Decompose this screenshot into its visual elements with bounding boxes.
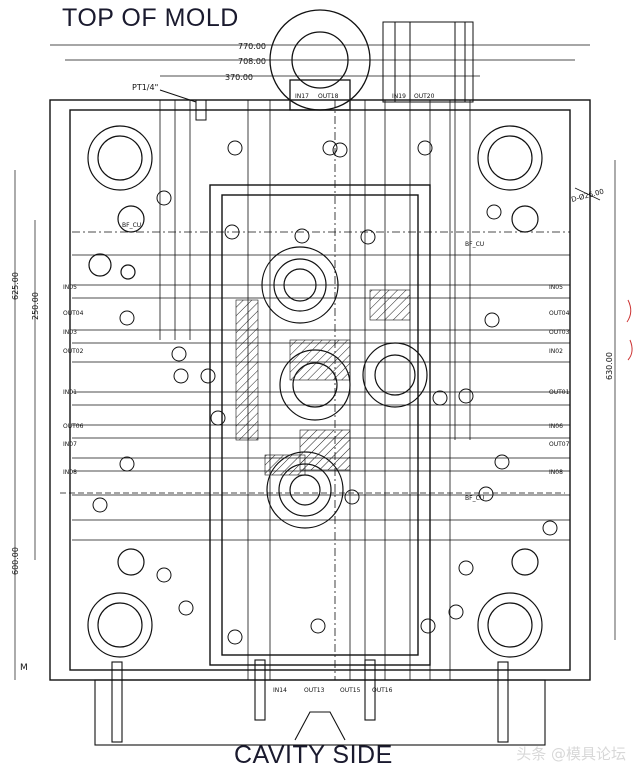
dim-width-third: 370.00 xyxy=(225,73,253,82)
bf-label-1: BF_CU xyxy=(122,222,141,229)
top-port-4: OUT20 xyxy=(414,93,435,100)
left-callout-6: OUT06 xyxy=(63,423,84,430)
dim-height-left-2: 250.00 xyxy=(31,292,40,320)
top-fittings xyxy=(159,21,474,121)
watermark: 头条 @模具论坛 xyxy=(516,745,626,763)
bottom-features xyxy=(94,659,546,746)
dim-pt: PT1/4" xyxy=(132,83,158,92)
gate-label-1: IN14 xyxy=(273,687,287,694)
left-callout-8: IN08 xyxy=(63,469,77,476)
bf-label-3: BF_CU xyxy=(465,495,484,502)
left-callout-7: IN07 xyxy=(63,441,77,448)
left-callout-1: IN05 xyxy=(63,284,77,291)
mark-label: M xyxy=(20,663,28,673)
gate-label-2: OUT13 xyxy=(304,687,325,694)
right-callout-8: IN08 xyxy=(549,469,563,476)
right-callout-2: OUT04 xyxy=(549,310,570,317)
left-callout-3: IN03 xyxy=(63,329,77,336)
right-callout-7: OUT07 xyxy=(549,441,570,448)
right-callout-5: OUT01 xyxy=(549,389,570,396)
left-callout-2: OUT04 xyxy=(63,310,84,317)
gate-label-3: OUT15 xyxy=(340,687,361,694)
right-callout-1: IN05 xyxy=(549,284,563,291)
callout-labels: BF_CU BF_CU BF_CU M IN14 OUT13 OUT15 OUT… xyxy=(20,93,570,694)
top-port-2: OUT18 xyxy=(318,93,339,100)
bf-label-2: BF_CU xyxy=(465,241,484,248)
dense-sections xyxy=(235,289,411,476)
gate-label-4: OUT16 xyxy=(372,687,393,694)
dim-height-left-3: 600.00 xyxy=(11,547,20,575)
bolt-holes xyxy=(92,140,558,645)
dim-width-second: 708.00 xyxy=(238,57,266,66)
dim-height-right: 630.00 xyxy=(605,352,614,380)
dim-hole: D-Ø26.00 xyxy=(570,188,604,204)
dimension-lines xyxy=(14,44,616,680)
top-port-1: IN17 xyxy=(295,93,309,100)
red-marks xyxy=(626,299,633,361)
dim-height-left-1: 625.00 xyxy=(11,272,20,300)
right-callout-6: IN06 xyxy=(549,423,563,430)
dim-width-overall: 770.00 xyxy=(238,42,266,51)
right-callout-3: OUT03 xyxy=(549,329,570,336)
left-callout-5: IN01 xyxy=(63,389,77,396)
cooling-channels-horizontal xyxy=(60,231,570,541)
top-of-mold-title: TOP OF MOLD xyxy=(62,4,239,32)
guide-pillars xyxy=(87,125,543,658)
cavity-side-title: CAVITY SIDE xyxy=(234,741,393,769)
right-callout-4: IN02 xyxy=(549,348,563,355)
cavities xyxy=(261,246,428,529)
cooling-channels-vertical xyxy=(159,100,471,680)
left-callout-4: OUT02 xyxy=(63,348,84,355)
top-port-3: IN19 xyxy=(392,93,406,100)
